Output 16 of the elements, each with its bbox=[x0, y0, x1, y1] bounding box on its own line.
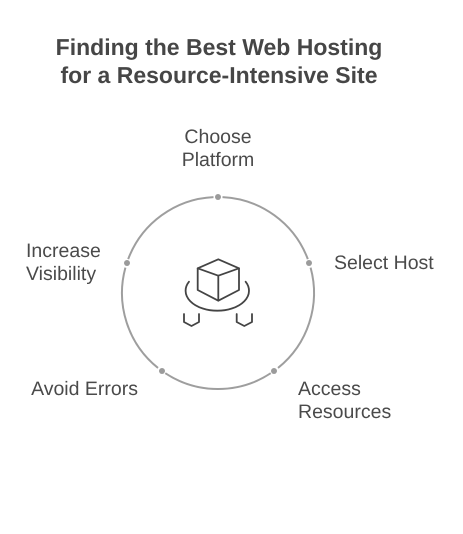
circle-arc bbox=[222, 196, 309, 260]
circle-arc bbox=[127, 196, 214, 260]
step-label: Select Host bbox=[334, 252, 435, 275]
dot-icon bbox=[215, 194, 221, 200]
step-label: Choose Platform bbox=[181, 126, 255, 172]
circle-arc bbox=[121, 267, 159, 369]
title: Finding the Best Web Hosting for a Resource-Intensive Site bbox=[55, 33, 383, 89]
circle-arc bbox=[277, 267, 315, 369]
step-label: Increase Visibility bbox=[26, 240, 102, 286]
dot-icon bbox=[158, 368, 165, 374]
dot-icon bbox=[306, 260, 312, 266]
step-label: Access Resources bbox=[298, 378, 392, 424]
circle-arc bbox=[164, 372, 272, 390]
dot-icon bbox=[271, 368, 278, 374]
dot-icon bbox=[124, 260, 130, 266]
step-label: Avoid Errors bbox=[30, 378, 138, 401]
